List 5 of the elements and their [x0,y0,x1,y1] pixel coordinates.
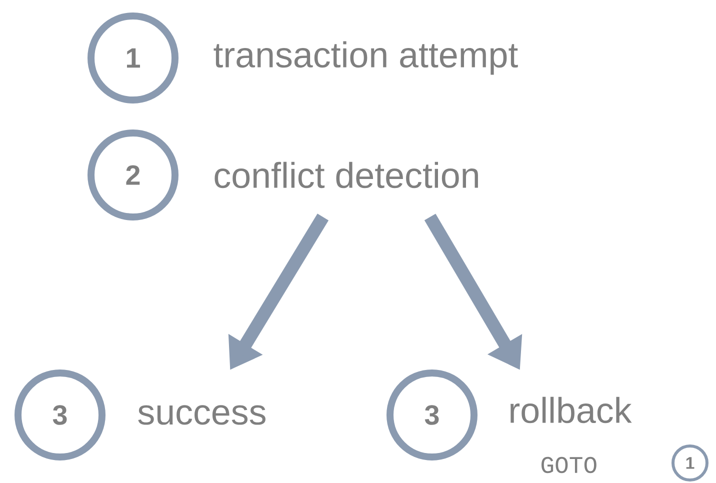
step-label: GOTO [542,456,596,474]
step-label: conflict detection [214,162,478,188]
step-label: rollback [510,396,632,424]
step-label: transaction attempt [214,41,518,75]
step-label: success [138,405,266,425]
